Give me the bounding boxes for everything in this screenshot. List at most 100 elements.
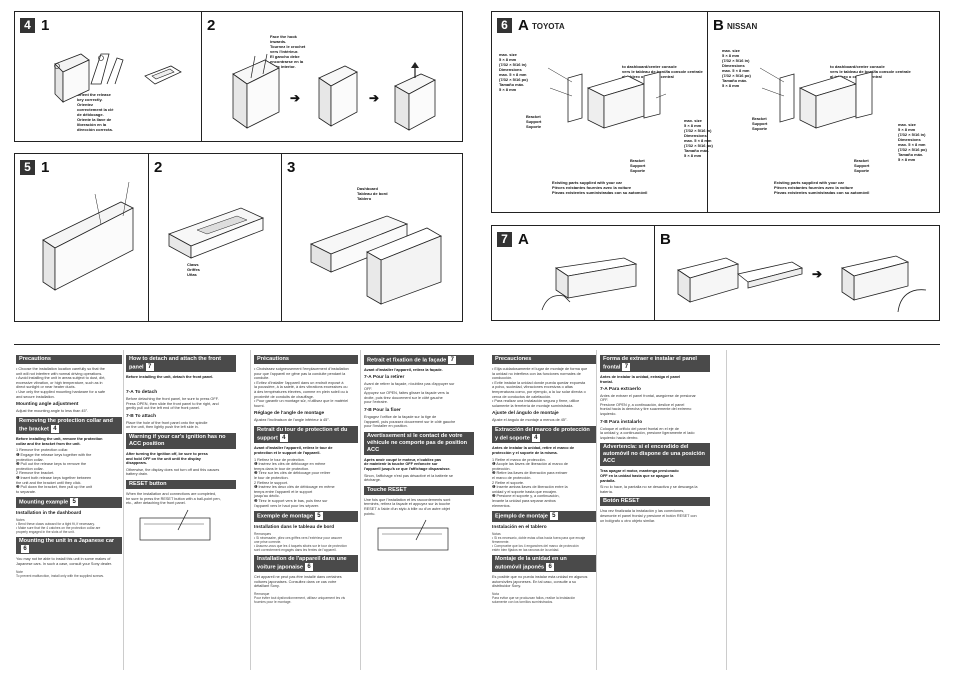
spanish-column-1: Precauciones • Elija cuidadosamente el l…: [492, 355, 596, 607]
fr-retrait-header: Retrait du tour de protection et du supp…: [254, 425, 358, 444]
fr-retirer-body: Avant de retirer la façade, n'oubliez pa…: [364, 382, 455, 405]
front-panel-detach-illustration: [541, 257, 638, 311]
es-extraccion-intro: Antes de instalar la unidad, retire el m…: [492, 446, 575, 456]
en-to-detach-body: Before detaching the front panel, be sur…: [126, 397, 219, 411]
fr-fixer-body: Engagez l'orifice de la façade sur la ti…: [364, 415, 456, 429]
section-5-step-2: 2: [154, 159, 163, 176]
spanish-column-2: Forma de extraer e instalar el panel fro…: [600, 355, 710, 526]
fr-angle-title: Réglage de l'angle de montage: [254, 411, 325, 417]
en-mounting-notes: Notes • Bend these claws outward for a t…: [16, 517, 101, 534]
es-extraccion-header: Extracción del marco de protección y del…: [492, 425, 596, 444]
fr-reset-body: Une fois que l'installation et les racco…: [364, 497, 451, 516]
step-arrow-4b: ➔: [369, 91, 380, 105]
section-4-number: 4: [20, 18, 35, 33]
toyota-bracket-label-2: Bracket Support Soporte: [630, 158, 646, 173]
front-panel-remove-illustration: [677, 257, 740, 303]
step-arrow-7: ➔: [812, 267, 823, 281]
toyota-letter: A: [518, 17, 529, 34]
toyota-bracket-label: Bracket Support Soporte: [526, 114, 542, 129]
fr-dashboard-subtitle: Installation dans le tableau de bord: [254, 524, 335, 530]
orient-key-label: Orient the release key correctly. Orient…: [77, 92, 114, 132]
fr-japonais-note: Remarque Pour éviter tout dysfonctionnem…: [254, 591, 346, 604]
es-precautions-body: • Elija cuidadosamente el lugar de monta…: [492, 367, 588, 408]
nissan-letter: B: [713, 17, 724, 34]
es-japones-note: Nota Para evitar que se produzcan fallos…: [492, 591, 576, 604]
section-5-step-3: 3: [287, 159, 296, 176]
fr-avert-bold: Après avoir coupé le moteur, n'oubliez p…: [364, 457, 451, 472]
es-ejemplo-notes: Notas • Si es necesario, doble estas uña…: [492, 531, 586, 552]
es-extraerlo-body: Antes de extraer el panel frontal, asegú…: [600, 393, 696, 417]
nissan-label: NISSAN: [727, 22, 758, 31]
en-precautions-body: • Choose the installation location caref…: [16, 367, 106, 399]
nissan-bracket-label: Bracket Support Soporte: [752, 116, 768, 131]
es-reset-body: Una vez finalizada la instalación y las …: [600, 509, 697, 523]
step-arrow-4a: ➔: [290, 91, 301, 105]
dashboard-cutout-illustration: [42, 181, 134, 291]
fr-exemple-notes: Remarques • Si nécessaire, pliez ces gri…: [254, 531, 347, 552]
english-column-2: How to detach and attach the front panel…: [126, 355, 236, 550]
es-precautions-header: Precauciones: [492, 355, 596, 364]
fr-fixer-title: 7-B Pour la fixer: [364, 408, 401, 414]
toyota-maxsize-label-2: max. size 5 × 8 mm (7/32 × 5/16 in) Dime…: [684, 118, 713, 158]
en-removing-body: 1 Remove the protection collar. ❶ Engage…: [16, 448, 93, 494]
nissan-bracket-illustration: [759, 67, 873, 129]
es-advert-header: Advertencia: si el encendido del automóv…: [600, 443, 710, 467]
section-6-number: 6: [497, 18, 512, 33]
fr-precautions-body: • Choisissez soigneusement l'emplacement…: [254, 367, 349, 408]
nissan-maxsize-label: max. size 5 × 8 mm (7/32 × 5/16 in) Dime…: [722, 48, 751, 88]
section-5-step-1: 1: [41, 159, 50, 176]
en-angle-title: Mounting angle adjustment: [16, 402, 79, 408]
en-warning-body: Otherwise, the display does not turn off…: [126, 467, 220, 477]
fr-avert-body: Sinon, l'affichage n'est pas désactivé e…: [364, 473, 453, 483]
section-6-panel: 6 A TOYOTA B NISSAN max. size 5 × 8 mm (…: [491, 11, 940, 213]
fr-retrait-body: 1 Retirez le tour de protection. ❶ Insér…: [254, 457, 335, 508]
en-dashboard-subtitle: Installation in the dashboard: [16, 510, 82, 516]
es-angle-title: Ajuste del ángulo de montaje: [492, 411, 559, 417]
section-4-step-2: 2: [207, 17, 216, 34]
fr-avert-header: Avertissement si le contact de votre véh…: [364, 431, 474, 455]
english-column-1: Precautions • Choose the installation lo…: [16, 355, 122, 581]
es-dashboard-subtitle: Instalación en el tablero: [492, 524, 547, 530]
en-to-detach-title: 7-A To detach: [126, 390, 158, 396]
es-advert-bold: Tras apagar el motor, mantenga presionad…: [600, 469, 679, 483]
toyota-bracket-illustration: [547, 67, 667, 129]
front-panel-illustration: [737, 261, 804, 289]
en-detach-intro: Before installing the unit, detach the f…: [126, 375, 214, 380]
fr-retirer-title: 7-A Pour la retirer: [364, 375, 405, 381]
attach-letter: B: [660, 231, 671, 248]
section-5-number: 5: [20, 160, 35, 175]
toyota-existing-parts: Existing parts supplied with your car Pi…: [552, 180, 648, 195]
en-detach-header: How to detach and attach the front panel…: [126, 355, 236, 373]
en-japanese-car-body: You may not be able to install this unit…: [16, 557, 113, 566]
release-key-illustration: [90, 53, 124, 85]
detach-letter: A: [518, 231, 529, 248]
en-removing-intro: Before installing the unit, remove the p…: [16, 437, 103, 446]
en-precautions-header: Precautions: [16, 355, 122, 364]
es-reset-header: Botón RESET: [600, 497, 710, 507]
nissan-bracket-label-2: Bracket Support Soporte: [854, 158, 870, 173]
es-panel-header: Forma de extraer e instalar el panel fro…: [600, 355, 710, 373]
fr-precautions-header: Précautions: [254, 355, 358, 364]
unit-illustration-4-1a: [54, 53, 90, 103]
section-4-step-1: 1: [41, 17, 50, 34]
bracket-illustration-b: [318, 65, 358, 127]
es-japones-body: Es posible que no pueda instalar esta un…: [492, 575, 588, 589]
en-removing-header: Removing the protection collar and the b…: [16, 416, 122, 435]
es-advert-body: Si no lo hace, la pantalla no se desacti…: [600, 485, 698, 494]
fr-japonais-header: Installation de l'appareil dans une voit…: [254, 554, 358, 573]
fr-reset-header: Touche RESET: [364, 485, 474, 495]
fr-angle-body: Ajustez l'inclinaison de l'angle inférie…: [254, 418, 330, 423]
es-extraccion-body: 1 Retire el marco de protección. ❶ Acopl…: [492, 457, 569, 508]
es-angle-body: Ajuste el ángulo de montaje a menos de 4…: [492, 418, 568, 423]
collar-insert-illustration: [168, 207, 265, 259]
toyota-maxsize-label: max. size 5 × 8 mm (7/32 × 5/16 in) Dime…: [499, 52, 528, 92]
en-reset-header: RESET button: [126, 480, 236, 490]
reset-button-illustration-en: [139, 509, 211, 541]
section-4-panel: 4 1 2 Orient the release key correctly. …: [14, 11, 463, 142]
bracket-illustration-a: [232, 53, 280, 129]
en-japanese-car-note: Note To prevent malfunction, install onl…: [16, 569, 104, 578]
